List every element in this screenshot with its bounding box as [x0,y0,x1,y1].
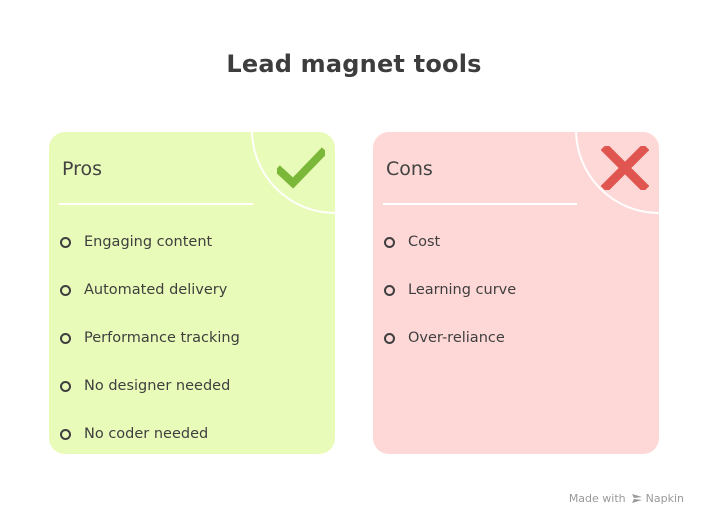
cons-list-item: Over-reliance [384,314,516,362]
pros-item-label: Automated delivery [84,282,228,298]
pros-item-label: Engaging content [84,234,213,250]
pros-item-label: Performance tracking [84,330,240,346]
bullet-circle-icon [60,428,71,440]
cons-heading: Cons [386,158,433,180]
cons-card: Cons Cost Learning curve Over-reliance [373,132,659,454]
cons-divider [383,203,577,205]
pros-list-item: No designer needed [60,362,240,410]
checkmark-icon [277,147,325,189]
pros-list-item: Performance tracking [60,314,240,362]
cross-icon [601,146,649,190]
cons-item-label: Learning curve [408,282,517,298]
bullet-circle-icon [60,332,71,344]
pros-list-item: No coder needed [60,410,240,454]
pros-list-item: Automated delivery [60,266,240,314]
napkin-logo-icon [631,494,642,503]
cons-item-label: Over-reliance [408,330,505,346]
bullet-circle-icon [384,236,395,248]
bullet-circle-icon [60,284,71,296]
footer-made-with: Made with [568,492,626,505]
pros-list-item: Engaging content [60,218,240,266]
pros-divider [59,203,253,205]
bullet-circle-icon [60,380,71,392]
pros-item-label: No designer needed [84,378,231,394]
cons-list-item: Cost [384,218,516,266]
pros-item-label: No coder needed [84,426,209,442]
bullet-circle-icon [384,284,395,296]
footer-brand: Napkin [645,492,684,505]
pros-list: Engaging content Automated delivery Perf… [60,218,240,454]
cons-list: Cost Learning curve Over-reliance [384,218,516,362]
made-with-napkin-footer: Made with Napkin [569,492,684,505]
cons-list-item: Learning curve [384,266,516,314]
page-title: Lead magnet tools [226,50,482,78]
bullet-circle-icon [60,236,71,248]
cons-item-label: Cost [408,234,441,250]
bullet-circle-icon [384,332,395,344]
pros-heading: Pros [62,158,103,180]
pros-card: Pros Engaging content Automated delivery… [49,132,335,454]
